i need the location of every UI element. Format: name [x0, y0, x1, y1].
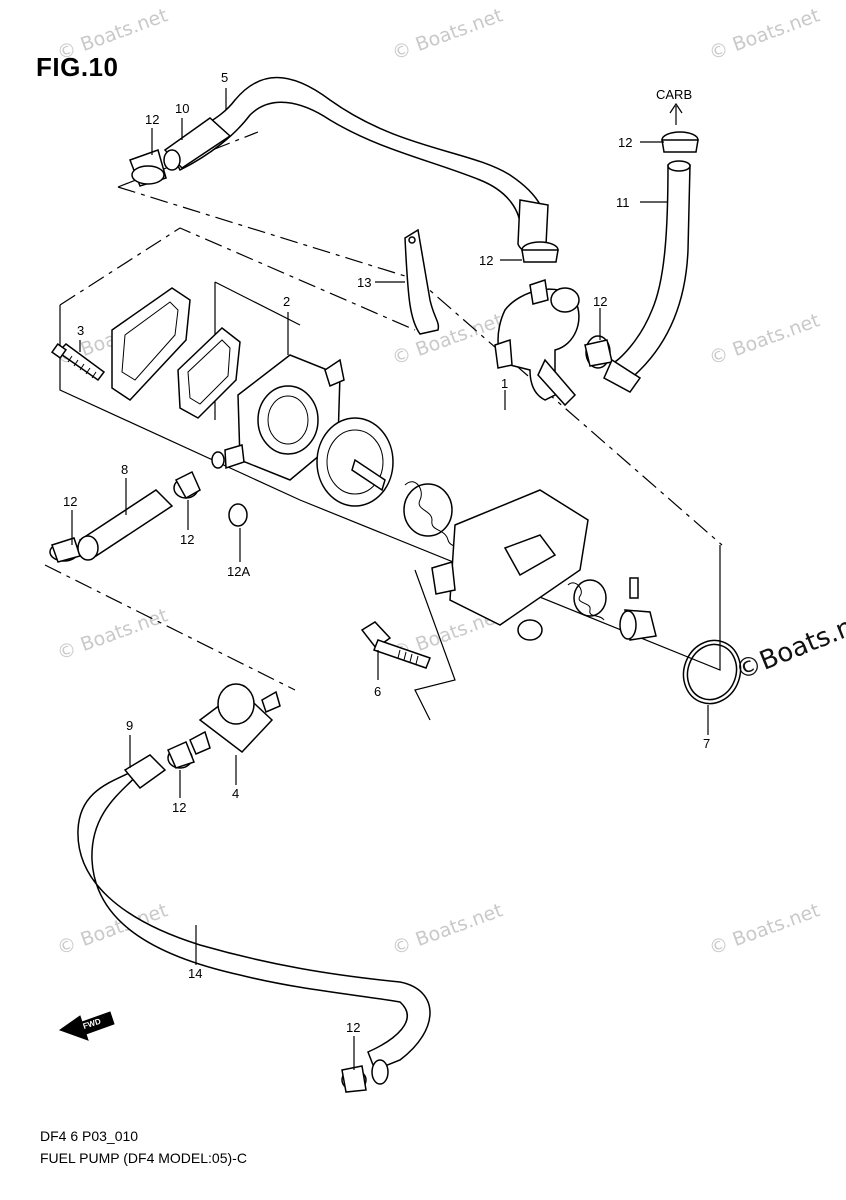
pipe-stub-10: [163, 117, 232, 171]
callout-4: 4: [232, 786, 239, 801]
hose-8: [77, 489, 174, 561]
watermark: © Boats.net: [389, 899, 505, 959]
pump-base: [431, 489, 589, 641]
fuel-filter-4: [189, 683, 281, 755]
watermark: © Boats.net: [54, 4, 170, 64]
spring-small: [567, 579, 607, 621]
callout-6: 6: [374, 684, 381, 699]
callout-12: 12: [618, 135, 632, 150]
callout-3: 3: [77, 323, 84, 338]
cover-plate: [111, 287, 191, 401]
watermark: © Boats.net: [706, 309, 822, 369]
watermark: © Boats.net: [389, 309, 505, 369]
callout-12: 12: [346, 1020, 360, 1035]
callout-2: 2: [283, 294, 290, 309]
callout-12: 12: [172, 800, 186, 815]
bolt-6: [360, 621, 431, 669]
callout-12: 12: [593, 294, 607, 309]
pump-body-2: [211, 354, 345, 481]
watermark-large: ©Boats.net: [731, 602, 846, 686]
hose-clip: [521, 241, 559, 263]
callout-9: 9: [126, 718, 133, 733]
callout-12: 12: [63, 494, 77, 509]
bracket-13: [404, 228, 440, 335]
callout-12a: 12A: [227, 564, 250, 579]
callout-12: 12: [145, 112, 159, 127]
callout-13: 13: [357, 275, 371, 290]
carb-arrow-icon: [669, 102, 683, 125]
watermark: © Boats.net: [706, 899, 822, 959]
watermark: © Boats.net: [54, 604, 170, 664]
callout-14: 14: [188, 966, 202, 981]
watermark: © Boats.net: [389, 4, 505, 64]
hose-clip: [129, 149, 167, 187]
callout-5: 5: [221, 70, 228, 85]
o-ring-7: [682, 639, 742, 705]
carb-hose-11: [603, 160, 691, 393]
figure-title: FIG.10: [36, 52, 119, 82]
gasket: [177, 327, 241, 419]
diaphragm: [316, 417, 394, 507]
seal-12a: [228, 503, 248, 527]
callout-labels: 5 10 12 CARB 12 11 12 13 12 2 3 1 8 12 1…: [63, 70, 710, 1035]
fwd-arrow-icon: FWD: [58, 1011, 115, 1041]
hose-clip: [167, 740, 195, 769]
callout-11: 11: [616, 195, 630, 210]
figure-caption: FUEL PUMP (DF4 MODEL:05)-C: [40, 1150, 247, 1166]
hose-clip: [661, 131, 699, 153]
callout-7: 7: [703, 736, 710, 751]
callout-10: 10: [175, 101, 189, 116]
hose-clip: [173, 470, 201, 500]
fuel-hose-14: [77, 754, 431, 1085]
tee-joint-1: [494, 279, 580, 407]
hose-clip: [341, 1065, 367, 1093]
callout-carb: CARB: [656, 87, 692, 102]
figure-code: DF4 6 P03_010: [40, 1128, 139, 1144]
leader-lines: [71, 88, 709, 1070]
callout-1: 1: [501, 376, 508, 391]
callout-12: 12: [180, 532, 194, 547]
hose-clip: [584, 335, 613, 369]
valve-cap: [619, 577, 657, 641]
fuel-hose-5: [169, 76, 549, 254]
spring-large: [403, 481, 463, 556]
callout-12: 12: [479, 253, 493, 268]
hose-clip: [49, 537, 81, 563]
watermark: © Boats.net: [706, 4, 822, 64]
screw-3: [50, 342, 106, 382]
callout-8: 8: [121, 462, 128, 477]
